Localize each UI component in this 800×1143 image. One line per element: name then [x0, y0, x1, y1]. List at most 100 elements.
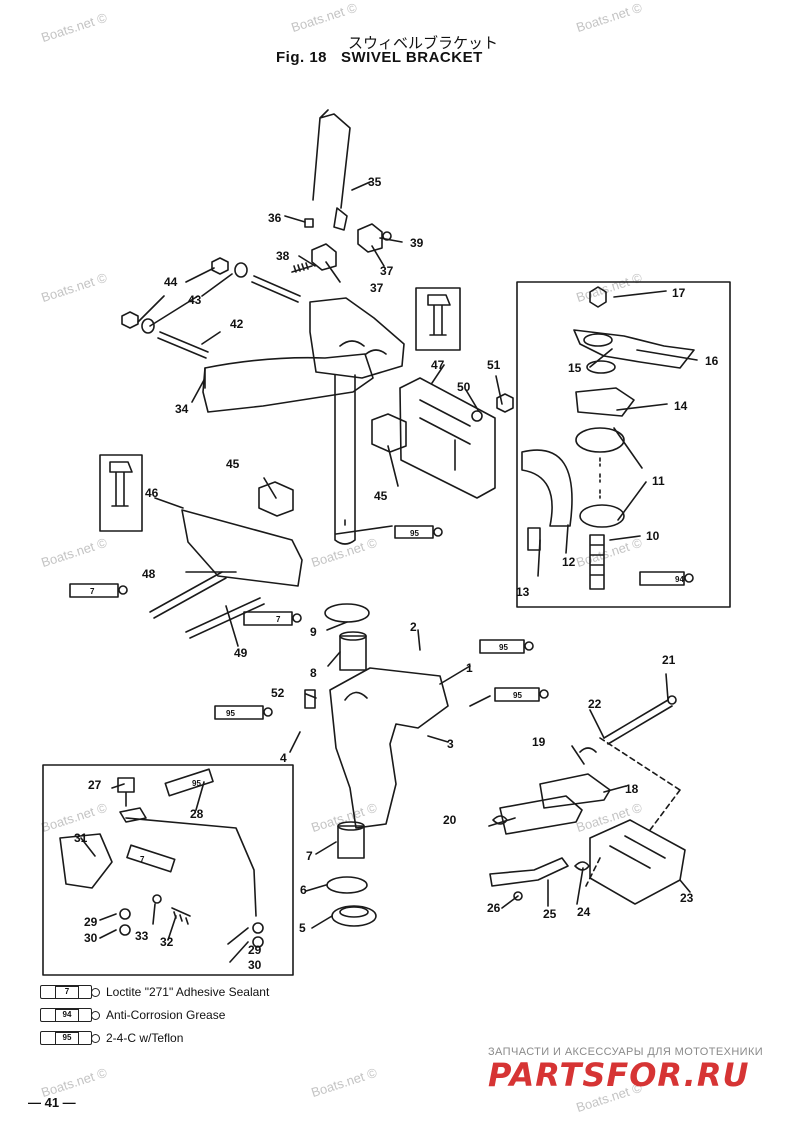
title-japanese: スウィベルブラケット [348, 34, 499, 52]
tube-code: 7 [55, 985, 79, 999]
inset-box-steering-friction [516, 281, 731, 608]
callout-number: 42 [230, 317, 244, 331]
tube-code: 7 [140, 855, 145, 864]
callout-number: 52 [271, 686, 285, 700]
legend-label: 2-4-C w/Teflon [106, 1030, 184, 1045]
tube-code: 95 [55, 1031, 79, 1045]
callout-number: 51 [487, 358, 501, 372]
callout-number: 1 [466, 661, 473, 675]
tube-code: 95 [499, 643, 508, 652]
callout-number: 46 [145, 486, 159, 500]
part-12-friction-pad [521, 449, 573, 527]
callout-number: 28 [190, 807, 204, 821]
tube-icon [164, 768, 214, 797]
callout-number: 13 [516, 585, 530, 599]
callout-number: 30 [248, 958, 262, 972]
callout-number: 27 [88, 778, 102, 792]
callout-number: 9 [310, 625, 317, 639]
callout-number: 19 [532, 735, 546, 749]
part-1-swivel-bracket [329, 667, 449, 829]
callout-number: 50 [457, 380, 471, 394]
callout-number: 16 [705, 354, 719, 368]
callout-number: 48 [142, 567, 156, 581]
callout-number: 10 [646, 529, 660, 543]
tube-code: 95 [226, 709, 235, 718]
callout-number: 32 [160, 935, 174, 949]
part-34-clamp-bracket [202, 353, 374, 413]
tube-icon [394, 525, 443, 539]
part-31-bracket [59, 833, 113, 889]
part-swivel-shaft [334, 374, 356, 545]
callout-number: 44 [164, 275, 178, 289]
callout-number: 6 [300, 883, 307, 897]
motor-silhouette-icon [415, 287, 461, 351]
callout-number: 3 [447, 737, 454, 751]
part-35-handle [312, 109, 351, 209]
legend-label: Loctite "271" Adhesive Sealant [106, 984, 270, 999]
callout-number: 7 [306, 849, 313, 863]
callout-number: 34 [175, 402, 189, 416]
tube-icon [494, 687, 549, 702]
tube-code: 7 [90, 587, 95, 596]
callout-number: 17 [672, 286, 686, 300]
callout-number: 47 [431, 358, 445, 372]
callout-number: 22 [588, 697, 602, 711]
part-47-plate [399, 377, 496, 499]
callout-number: 45 [226, 457, 240, 471]
legend-item: 95 2-4-C w/Teflon [40, 1026, 269, 1049]
tube-code: 7 [276, 615, 281, 624]
callout-number: 43 [188, 293, 202, 307]
callout-number: 8 [310, 666, 317, 680]
callout-number: 37 [370, 281, 384, 295]
tube-code: 95 [513, 691, 522, 700]
tube-icon: 95 [40, 1030, 100, 1045]
legend-item: 94 Anti-Corrosion Grease [40, 1003, 269, 1026]
callout-number: 38 [276, 249, 290, 263]
motor-silhouette-icon [99, 454, 143, 532]
callout-number: 31 [74, 831, 88, 845]
tube-icon [639, 571, 694, 586]
callout-number: 23 [680, 891, 694, 905]
callout-number: 39 [410, 236, 424, 250]
brand-tagline: ЗАПЧАСТИ И АКСЕССУАРЫ ДЛЯ МОТОТЕХНИКИ [488, 1046, 764, 1058]
figure-title: Fig. 18 SWIVEL BRACKET [276, 49, 497, 66]
callout-number: 11 [652, 474, 665, 488]
part-46-clamp-bracket [181, 509, 303, 587]
tube-code: 95 [192, 779, 201, 788]
tube-icon [479, 639, 534, 654]
legend: 7 Loctite "271" Adhesive Sealant 94 Anti… [40, 980, 269, 1049]
callout-number: 21 [662, 653, 676, 667]
tube-icon: 7 [40, 984, 100, 999]
callout-number: 2 [410, 620, 417, 634]
callout-number: 49 [234, 646, 248, 660]
part-swivel-top [309, 297, 405, 379]
callout-number: 29 [248, 943, 262, 957]
callout-number: 25 [543, 907, 557, 921]
figure-name: SWIVEL BRACKET [341, 49, 483, 66]
callout-number: 5 [299, 921, 306, 935]
legend-item: 7 Loctite "271" Adhesive Sealant [40, 980, 269, 1003]
callout-number: 26 [487, 901, 501, 915]
callout-number: 36 [268, 211, 282, 225]
callout-number: 12 [562, 555, 576, 569]
tube-icon [126, 844, 176, 873]
figure-number: Fig. 18 [276, 49, 328, 66]
callout-number: 14 [674, 399, 688, 413]
tube-icon: 94 [40, 1007, 100, 1022]
callout-number: 29 [84, 915, 98, 929]
callout-number: 4 [280, 751, 287, 765]
callout-number: 37 [380, 264, 394, 278]
callout-number: 30 [84, 931, 98, 945]
brand-logo: PARTSFOR.RU [488, 1056, 750, 1094]
part-28-link-rod [125, 817, 257, 917]
inset-box-tiller-link [42, 764, 294, 976]
tube-code: 94 [55, 1008, 79, 1022]
callout-number: 20 [443, 813, 457, 827]
callout-number: 33 [135, 929, 149, 943]
tube-code: 94 [675, 575, 684, 584]
tube-icon [243, 611, 302, 626]
tube-code: 95 [410, 529, 419, 538]
callout-number: 15 [568, 361, 582, 375]
page-number: — 41 — [28, 1095, 76, 1110]
